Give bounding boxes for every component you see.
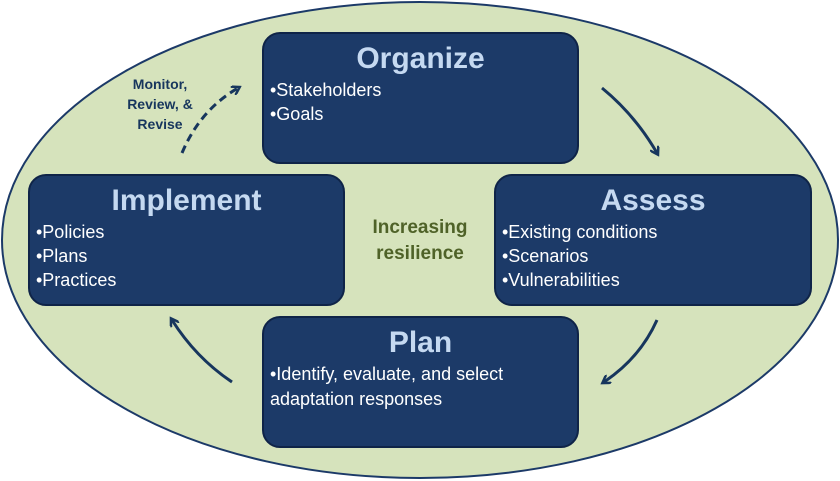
stage-item: adaptation responses: [270, 389, 443, 409]
monitor-label-line: Review, &: [127, 96, 193, 112]
stage-title: Plan: [388, 326, 453, 359]
stage-items: •Policies •Plans •Practices: [30, 220, 343, 292]
stage-plan: Plan •Identify, evaluate, and select ada…: [262, 316, 579, 448]
stage-items: •Existing conditions •Scenarios •Vulnera…: [496, 220, 810, 292]
center-label-line: resilience: [376, 243, 464, 264]
stage-title: Assess: [600, 184, 706, 217]
stage-item: •Stakeholders: [270, 80, 382, 100]
arrow-monitor-review-revise: [180, 88, 238, 154]
monitor-review-revise-label: Monitor, Review, & Revise: [100, 74, 220, 134]
stage-title: Organize: [356, 42, 485, 75]
stage-organize: Organize •Stakeholders •Goals: [262, 32, 579, 164]
stage-item: •Practices: [36, 270, 117, 290]
stage-item: •Policies: [36, 222, 105, 242]
monitor-label-line: Revise: [137, 116, 183, 132]
arrow-plan-to-implement: [172, 320, 233, 384]
arrow-organize-to-assess: [601, 86, 657, 153]
stage-items: •Identify, evaluate, and select adaptati…: [264, 362, 577, 412]
center-label-line: Increasing: [372, 217, 468, 238]
center-label: Increasing resilience: [345, 215, 495, 267]
stage-item: •Scenarios: [502, 246, 589, 266]
stage-item: •Identify, evaluate, and select: [270, 364, 504, 384]
stage-item: •Vulnerabilities: [502, 270, 620, 290]
stage-item: •Goals: [270, 104, 324, 124]
stage-items: •Stakeholders •Goals: [264, 78, 577, 126]
stage-item: •Existing conditions: [502, 222, 658, 242]
stage-implement: Implement •Policies •Plans •Practices: [28, 174, 345, 306]
stage-item: •Plans: [36, 246, 88, 266]
monitor-label-line: Monitor,: [132, 76, 188, 92]
stage-title: Implement: [111, 184, 262, 217]
arrow-assess-to-plan: [604, 319, 659, 382]
stage-assess: Assess •Existing conditions •Scenarios •…: [494, 174, 812, 306]
